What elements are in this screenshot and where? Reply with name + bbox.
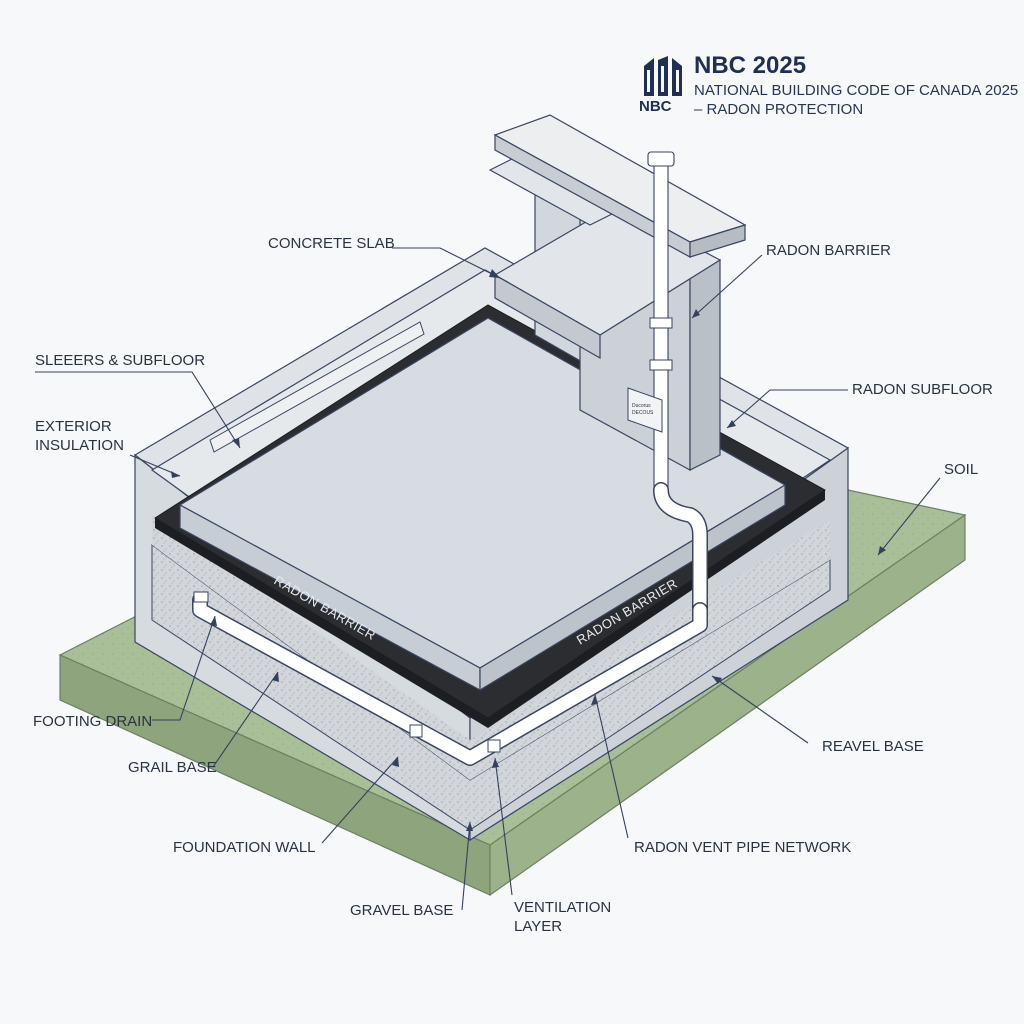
label-soil: SOIL [944, 461, 978, 478]
label-reavel-base: REAVEL BASE [822, 738, 924, 755]
label-exterior-insulation-2: INSULATION [35, 437, 124, 454]
label-grail-base: GRAIL BASE [128, 759, 217, 776]
plate-text-1: Ducorus [632, 403, 651, 409]
page-subtitle-2: – RADON PROTECTION [694, 101, 864, 118]
label-radon-vent-pipe-network: RADON VENT PIPE NETWORK [634, 839, 851, 856]
label-sleepers-subfloor: SLEEERS & SUBFLOOR [35, 352, 205, 369]
footing-drain-pipe [192, 591, 708, 766]
label-ventilation-layer-1: VENTILATION [514, 899, 611, 916]
page-subtitle: NATIONAL BUILDING CODE OF CANADA 2025 [694, 82, 1019, 99]
label-ventilation-layer-2: LAYER [514, 918, 562, 935]
sleepers-strip [209, 321, 425, 453]
vent-label-plate: Ducorus DECOUS [627, 387, 663, 433]
label-footing-drain: FOOTING DRAIN [33, 713, 152, 730]
page-title: NBC 2025 [694, 52, 807, 79]
label-foundation-wall: FOUNDATION WALL [173, 839, 316, 856]
label-radon-barrier: RADON BARRIER [766, 242, 891, 259]
leader-arrowheads [171, 269, 886, 831]
gravel-base [151, 515, 831, 831]
nbc-logo-icon [640, 56, 686, 116]
label-gravel-base: GRAVEL BASE [350, 902, 453, 919]
label-concrete-slab: CONCRETE SLAB [268, 235, 395, 252]
logo-text: NBC [639, 98, 672, 115]
label-radon-subfloor: RADON SUBFLOOR [852, 381, 993, 398]
leader-lines [35, 247, 941, 911]
plate-text-2: DECOUS [632, 410, 654, 416]
label-exterior-insulation-1: EXTERIOR [35, 418, 112, 435]
